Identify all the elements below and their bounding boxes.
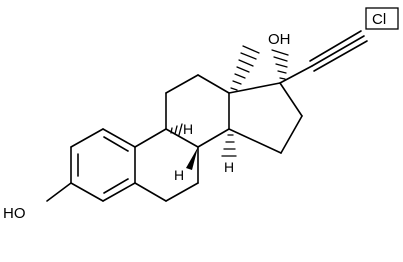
ring-d	[228, 82, 303, 154]
h-label-c8: H	[174, 167, 184, 183]
h-label-c9: H	[183, 121, 193, 137]
ethynyl-group: Cl	[279, 7, 399, 84]
aromatic-ring-a	[70, 128, 136, 202]
methyl-wedge	[230, 45, 260, 91]
h-c14: H	[221, 134, 237, 175]
chlorine-box	[365, 7, 399, 30]
hydroxyl-left: HO	[3, 182, 72, 222]
cl-label: Cl	[372, 11, 386, 28]
h-label-c14: H	[224, 159, 234, 175]
oh-left-label: HO	[3, 205, 26, 222]
h-c9: H	[170, 121, 193, 137]
hydroxyl-top: OH	[268, 31, 291, 80]
h-c8: H	[174, 147, 198, 183]
ring-c	[165, 74, 230, 148]
oh-top-label: OH	[268, 31, 291, 48]
